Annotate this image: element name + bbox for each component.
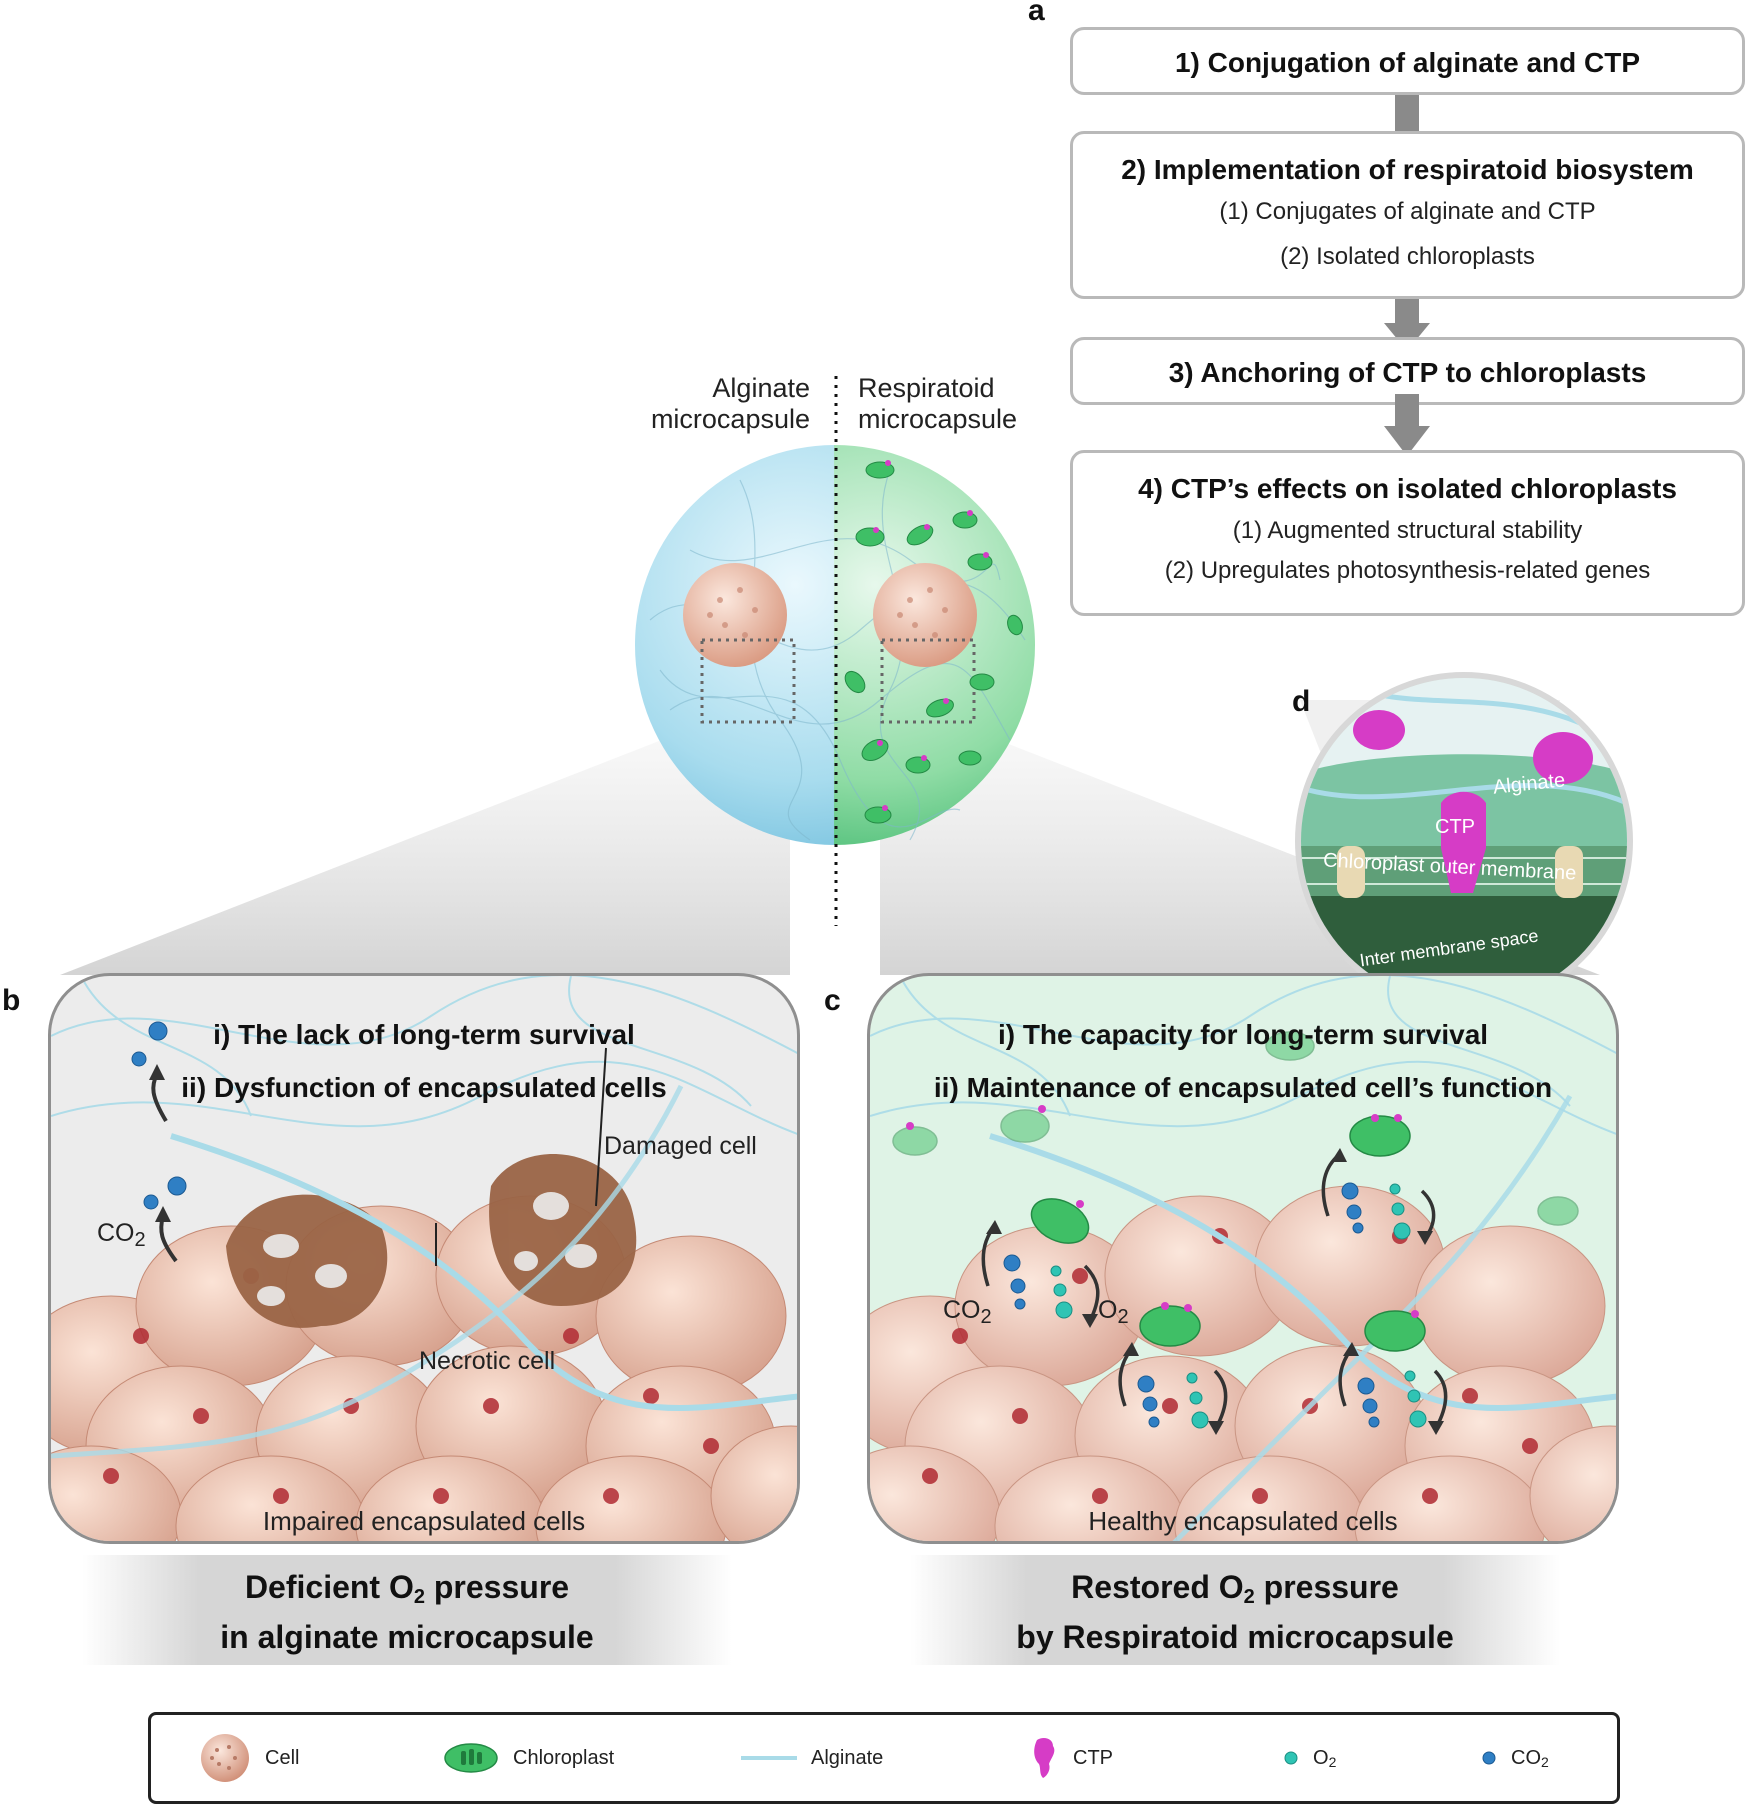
panel-c-banner: Restored O2 pressure by Respiratoid micr… <box>910 1555 1560 1665</box>
legend-item-cell: Cell <box>199 1715 299 1801</box>
legend-item-chloroplast: Chloroplast <box>443 1715 614 1801</box>
o2-molecule-icon <box>1284 1751 1298 1765</box>
flow-step-4: 4) CTP’s effects on isolated chloroplast… <box>1070 450 1745 616</box>
legend-o2-label: O2 <box>1313 1747 1336 1770</box>
panel-c-heading-1: i) The capacity for long-term survival <box>997 1019 1489 1050</box>
panel-c-heading-2: ii) Maintenance of encapsulated cell’s f… <box>933 1072 1553 1103</box>
panel-c-artwork <box>870 976 1616 1541</box>
legend-item-alginate: Alginate <box>741 1715 883 1801</box>
panel-b-banner: Deficient O2 pressure in alginate microc… <box>82 1555 732 1665</box>
flow-step-1: 1) Conjugation of alginate and CTP <box>1070 27 1745 95</box>
legend-co2-text: CO <box>1511 1746 1541 1769</box>
legend-alginate-label: Alginate <box>811 1746 884 1769</box>
cell-icon <box>201 1734 249 1782</box>
panel-b-banner-sub: 2 <box>413 1586 425 1608</box>
flow-step-3: 3) Anchoring of CTP to chloroplasts <box>1070 337 1745 405</box>
panel-c-banner-sub: 2 <box>1243 1586 1255 1608</box>
panel-label-c: c <box>824 984 841 1017</box>
flow-step-3-title: 3) Anchoring of CTP to chloroplasts <box>1168 357 1647 388</box>
flow-step-2-title: 2) Implementation of respiratoid biosyst… <box>1121 154 1694 185</box>
flow-arrow-3 <box>1384 394 1430 456</box>
microcapsule-sphere <box>635 445 1035 845</box>
inset-d-artwork <box>1301 678 1627 1004</box>
respiratoid-capsule-label-line2: microcapsule <box>858 404 1018 434</box>
panel-b-footer: Impaired encapsulated cells <box>262 1506 586 1536</box>
legend-item-ctp: CTP <box>1031 1715 1113 1801</box>
panel-b-banner-line2: in alginate microcapsule <box>220 1619 594 1655</box>
panel-c-co2-sub: 2 <box>980 1306 992 1328</box>
panel-c-co2-text: CO <box>943 1296 981 1324</box>
legend-item-o2: O2 <box>1283 1715 1336 1801</box>
legend-o2-sub: 2 <box>1328 1753 1337 1770</box>
inset-d: Alginate CTP Chloroplast outer membrane … <box>1295 672 1633 1010</box>
respiratoid-capsule-label-line1: Respiratoid <box>858 373 995 403</box>
inset-d-ctp-label: CTP <box>1435 816 1475 838</box>
panel-c-banner-pre: Restored O <box>1071 1569 1244 1605</box>
panel-b-banner-pre: Deficient O <box>244 1569 414 1605</box>
flow-step-2-item-2: (2) Isolated chloroplasts <box>1280 243 1535 270</box>
necrotic-cell-label: Necrotic cell <box>419 1347 556 1375</box>
legend-item-co2: CO2 <box>1481 1715 1549 1801</box>
panel-c-o2-text: O <box>1098 1296 1118 1324</box>
ctp-icon <box>1034 1738 1055 1778</box>
legend: Cell Chloroplast Alginate CTP O2 CO2 <box>148 1712 1620 1804</box>
panel-b-co2-text: CO <box>97 1219 135 1247</box>
panel-c-o2-sub: 2 <box>1117 1306 1129 1328</box>
legend-cell-label: Cell <box>265 1746 300 1769</box>
panel-label-b: b <box>2 984 21 1017</box>
panel-b-banner-post: pressure <box>424 1569 570 1605</box>
flow-step-1-title: 1) Conjugation of alginate and CTP <box>1174 47 1641 78</box>
panel-c-banner-line2: by Respiratoid microcapsule <box>1016 1619 1454 1655</box>
panel-b-co2-sub: 2 <box>134 1229 146 1251</box>
legend-ctp-label: CTP <box>1073 1746 1113 1769</box>
alginate-capsule-label: Alginate microcapsule <box>640 373 810 435</box>
alginate-capsule-label-line2: microcapsule <box>650 404 810 434</box>
panel-c-banner-line1: Restored O2 pressure <box>910 1567 1560 1617</box>
co2-molecule-icon <box>1482 1751 1496 1765</box>
alginate-line-icon <box>741 1756 797 1760</box>
chloroplast-icon <box>444 1743 498 1773</box>
panel-c-footer: Healthy encapsulated cells <box>1088 1506 1398 1536</box>
panel-label-a: a <box>1028 0 1045 27</box>
panel-c-co2-label: CO2 <box>943 1296 992 1329</box>
panel-b-banner-line1: Deficient O2 pressure <box>82 1567 732 1617</box>
legend-co2-sub: 2 <box>1541 1753 1549 1770</box>
panel-c-banner-post: pressure <box>1254 1569 1399 1605</box>
alginate-capsule-label-line1: Alginate <box>712 373 810 403</box>
flow-step-4-title: 4) CTP’s effects on isolated chloroplast… <box>1138 473 1677 504</box>
legend-co2-label: CO2 <box>1511 1747 1549 1770</box>
panel-c-o2-label: O2 <box>1098 1296 1129 1329</box>
legend-o2-text: O <box>1313 1746 1329 1769</box>
panel-c-scene: i) The capacity for long-term survival i… <box>867 973 1619 1544</box>
panel-b-heading-2: ii) Dysfunction of encapsulated cells <box>181 1072 667 1103</box>
flow-step-2: 2) Implementation of respiratoid biosyst… <box>1070 131 1745 299</box>
panel-b-heading-1: i) The lack of long-term survival <box>213 1019 635 1050</box>
capsule-divider <box>834 376 838 926</box>
panel-b-co2-label: CO2 <box>97 1219 146 1252</box>
panel-b-scene: i) The lack of long-term survival ii) Dy… <box>48 973 800 1544</box>
respiratoid-capsule-label: Respiratoid microcapsule <box>858 373 1038 435</box>
panel-b-artwork <box>51 976 797 1541</box>
damaged-cell-label: Damaged cell <box>604 1132 757 1160</box>
flow-step-4-item-2: (2) Upregulates photosynthesis-related g… <box>1164 557 1651 584</box>
legend-chloroplast-label: Chloroplast <box>513 1746 615 1769</box>
flow-step-4-item-1: (1) Augmented structural stability <box>1232 517 1583 544</box>
flow-step-2-item-1: (1) Conjugates of alginate and CTP <box>1219 198 1596 225</box>
